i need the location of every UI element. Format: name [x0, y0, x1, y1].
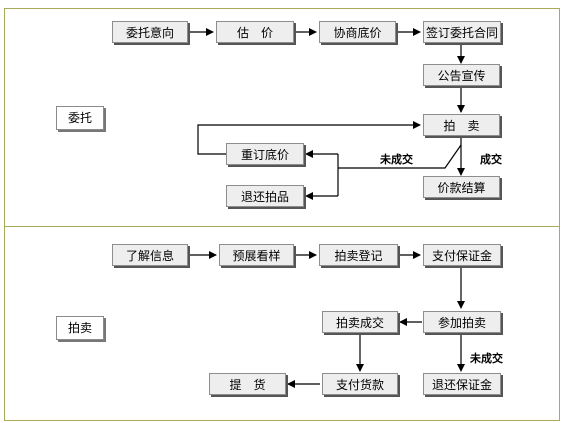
step-pay: 支付货款: [322, 373, 398, 395]
auction-section-label: 拍卖: [56, 316, 104, 340]
edge-label-no-deal-bottom: 未成交: [470, 352, 503, 365]
step-return-item: 退还拍品: [226, 185, 304, 207]
edge-label-no-deal-top: 未成交: [380, 153, 413, 166]
step-join: 参加拍卖: [423, 311, 501, 333]
step-info: 了解信息: [112, 244, 188, 266]
entrust-section-label: 委托: [56, 106, 104, 130]
step-contract: 签订委托合同: [423, 21, 501, 43]
step-appraisal: 估 价: [216, 21, 294, 43]
step-settlement: 价款结算: [423, 176, 500, 198]
step-deal: 拍卖成交: [322, 311, 398, 333]
step-refund: 退还保证金: [423, 373, 501, 395]
step-preview: 预展看样: [219, 244, 294, 266]
step-pickup: 提 货: [209, 373, 286, 395]
step-auction: 拍 卖: [423, 114, 500, 136]
arrow-nodeal-branch: [338, 144, 462, 169]
step-register: 拍卖登记: [319, 244, 398, 266]
step-publicity: 公告宣传: [423, 64, 500, 86]
step-reserve: 协商底价: [319, 21, 396, 43]
edge-label-deal: 成交: [480, 153, 502, 166]
arrow-reset-loop: [197, 121, 421, 155]
step-reset-reserve: 重订底价: [226, 143, 304, 165]
step-intent: 委托意向: [112, 21, 188, 43]
step-deposit: 支付保证金: [423, 244, 501, 266]
